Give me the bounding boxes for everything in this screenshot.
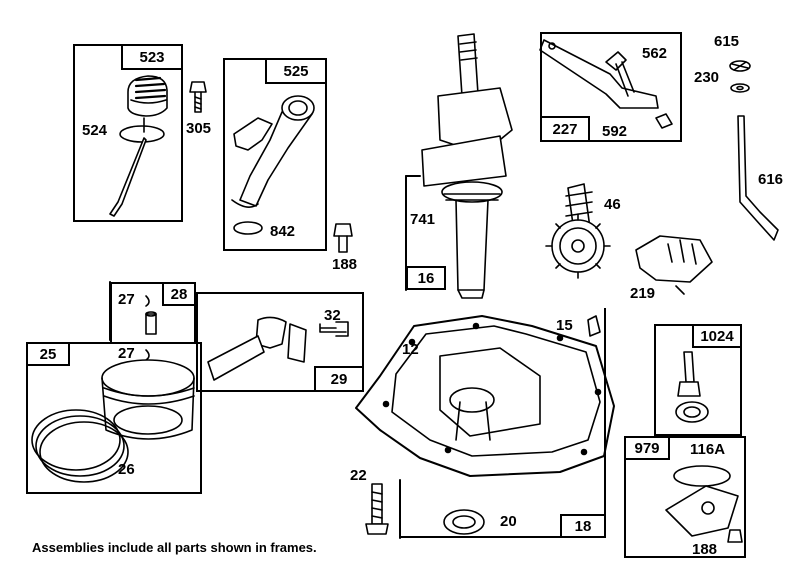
part-label-615: 615 bbox=[714, 33, 740, 50]
pump-cover-drawing bbox=[665, 465, 743, 543]
frame-tag-227: 227 bbox=[540, 116, 590, 142]
piston-pin-drawing bbox=[145, 295, 157, 361]
frame-crankcase bbox=[400, 308, 606, 538]
frame-governor-arm bbox=[540, 32, 682, 142]
frame-tag-28: 28 bbox=[162, 282, 196, 306]
crankcase-drawing bbox=[355, 315, 615, 477]
frame-tag-525: 525 bbox=[265, 58, 327, 84]
frame-tag-523: 523 bbox=[121, 44, 183, 70]
footer-note: Assemblies include all parts shown in fr… bbox=[32, 540, 317, 555]
crankshaft-drawing bbox=[421, 33, 513, 299]
governor-arm-drawing bbox=[539, 39, 673, 129]
frame-pump-cover bbox=[624, 436, 746, 558]
part-label-32: 32 bbox=[324, 307, 341, 324]
part-label-562: 562 bbox=[642, 45, 668, 62]
part-label-116A: 116A bbox=[690, 441, 726, 458]
oil-pump-drawing bbox=[675, 351, 709, 423]
part-label-230: 230 bbox=[694, 69, 720, 86]
frame-tag-16: 16 bbox=[406, 266, 446, 290]
part-label-20: 20 bbox=[500, 513, 517, 530]
part-label-188-upper: 188 bbox=[332, 256, 358, 273]
frame-tag-29: 29 bbox=[314, 366, 364, 392]
oil-fill-tube-drawing bbox=[231, 95, 315, 235]
part-label-305: 305 bbox=[186, 120, 212, 137]
part-label-26: 26 bbox=[118, 461, 135, 478]
part-label-592: 592 bbox=[602, 123, 628, 140]
frame-tag-25: 25 bbox=[26, 342, 70, 366]
part-label-842: 842 bbox=[270, 223, 296, 240]
part-label-219: 219 bbox=[630, 285, 656, 302]
oil-seal-drawing bbox=[443, 509, 485, 535]
piston-rings-drawing bbox=[31, 409, 129, 483]
governor-shaft-drawing bbox=[729, 60, 779, 241]
part-label-27-upper: 27 bbox=[118, 291, 135, 308]
frame-tag-18: 18 bbox=[560, 514, 606, 538]
part-label-15: 15 bbox=[556, 317, 573, 334]
governor-gear-drawing bbox=[635, 235, 713, 295]
part-label-22: 22 bbox=[350, 467, 367, 484]
piston-drawing bbox=[101, 359, 195, 440]
part-label-616: 616 bbox=[758, 171, 784, 188]
part-label-27-lower: 27 bbox=[118, 345, 135, 362]
bolt-188-drawing bbox=[333, 223, 353, 253]
frame-piston bbox=[26, 342, 202, 494]
camshaft-drawing bbox=[545, 183, 611, 279]
part-label-741: 741 bbox=[410, 211, 436, 228]
part-label-46: 46 bbox=[604, 196, 621, 213]
part-label-12: 12 bbox=[402, 341, 419, 358]
frame-tag-979: 979 bbox=[624, 436, 670, 460]
bolt-22-drawing bbox=[365, 483, 389, 535]
frame-tag-1024: 1024 bbox=[692, 324, 742, 348]
part-label-188-lower: 188 bbox=[692, 541, 718, 558]
part-label-524: 524 bbox=[82, 122, 108, 139]
dipstick-drawing bbox=[109, 75, 168, 217]
frame-pin bbox=[110, 282, 196, 342]
connecting-rod-drawing bbox=[207, 316, 349, 381]
bolt-305-drawing bbox=[189, 81, 207, 113]
